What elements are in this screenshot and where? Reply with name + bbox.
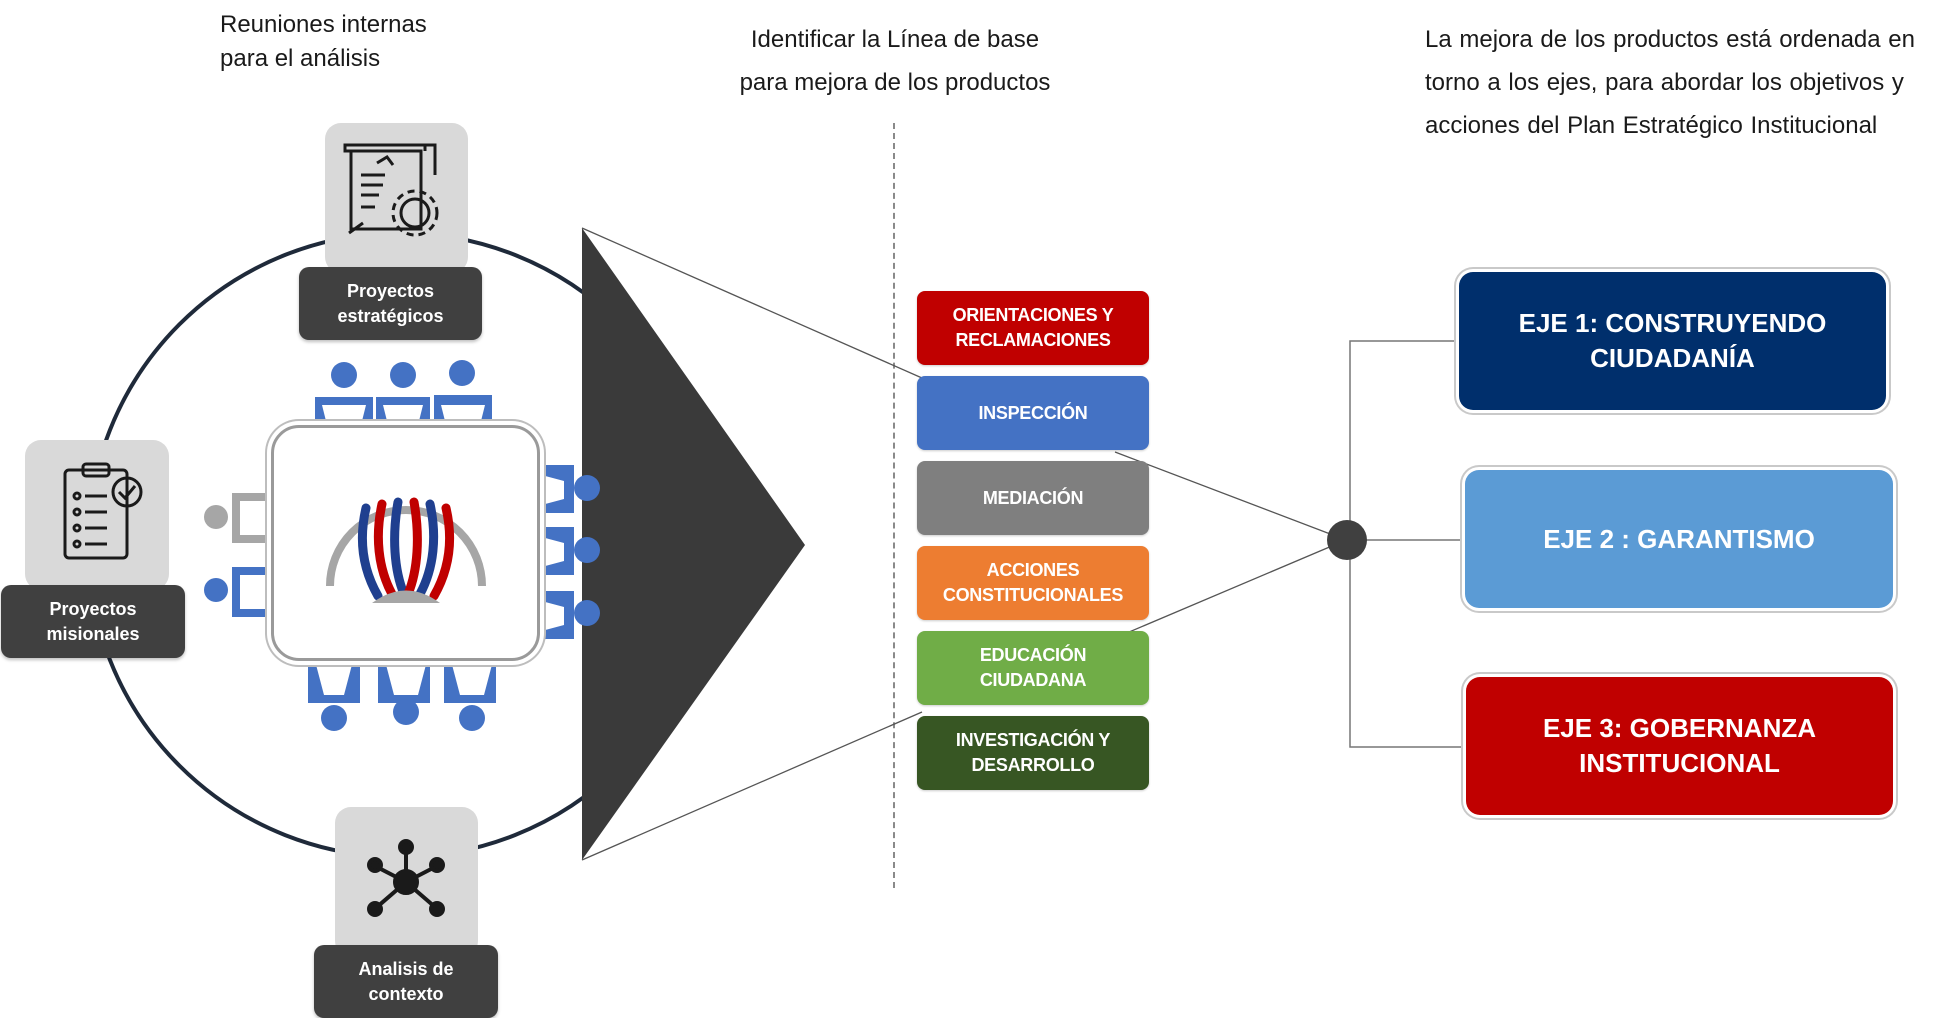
product-line1: MEDIACIÓN	[982, 487, 1084, 508]
baseline-caption: Identificar la Línea de base para mejora…	[700, 18, 1090, 104]
eje-2-box: EJE 2 : GARANTISMO	[1465, 470, 1893, 608]
meetings-caption: Reuniones internas para el análisis	[220, 8, 427, 76]
eje-1-box: EJE 1: CONSTRUYENDO CIUDADANÍA	[1459, 272, 1886, 410]
product-acciones: ACCIONES CONSTITUCIONALES	[917, 546, 1149, 620]
meeting-table	[271, 425, 540, 661]
product-inspeccion: INSPECCIÓN	[917, 376, 1149, 450]
funnel-line-top	[581, 227, 923, 379]
eje-line1: EJE 1: CONSTRUYENDO	[1518, 308, 1827, 338]
axes-caption-line3: acciones del Plan Estratégico Institucio…	[1425, 112, 1878, 139]
strategy-document-gear-icon	[343, 143, 439, 237]
product-line1: EDUCACIÓN	[979, 645, 1087, 665]
eje-line1: EJE 2 : GARANTISMO	[1543, 523, 1815, 554]
mission-projects-label: Proyectos misionales	[1, 585, 185, 658]
mission-projects-tile	[25, 440, 169, 590]
funnel-line-bottom	[581, 711, 923, 861]
context-analysis-label: Analisis de contexto	[314, 945, 498, 1018]
eje-bracket	[1349, 340, 1467, 748]
axes-caption: La mejora de los productos está ordenada…	[1425, 18, 1945, 147]
meetings-caption-line2: para el análisis	[220, 45, 381, 72]
product-line2: DESARROLLO	[971, 755, 1095, 775]
eje-3-box: EJE 3: GOBERNANZA INSTITUCIONAL	[1466, 677, 1893, 815]
institution-logo	[326, 497, 486, 603]
product-orientaciones: ORIENTACIONES Y RECLAMACIONES	[917, 291, 1149, 365]
strategic-projects-label: Proyectos estratégicos	[299, 267, 482, 340]
network-hub-icon	[367, 839, 445, 917]
product-connector-upper	[1114, 451, 1347, 541]
eje-line2: INSTITUCIONAL	[1579, 748, 1780, 778]
product-line2: CIUDADANA	[979, 670, 1087, 690]
product-connector-lower	[1114, 539, 1347, 639]
junction-node	[1327, 520, 1367, 560]
product-mediacion: MEDIACIÓN	[917, 461, 1149, 535]
mission-projects-label-line1: Proyectos	[49, 598, 137, 619]
product-line1: INVESTIGACIÓN Y	[955, 730, 1111, 750]
strategic-projects-tile	[325, 123, 468, 273]
product-line2: RECLAMACIONES	[955, 330, 1111, 350]
context-analysis-tile	[335, 807, 478, 957]
product-line1: ACCIONES	[986, 560, 1080, 580]
meetings-caption-line1: Reuniones internas	[220, 11, 427, 38]
product-investigacion: INVESTIGACIÓN Y DESARROLLO	[917, 716, 1149, 790]
product-educacion: EDUCACIÓN CIUDADANA	[917, 631, 1149, 705]
mission-projects-label-line2: misionales	[46, 623, 140, 644]
axes-caption-line1: La mejora de los productos está ordenada…	[1425, 26, 1915, 53]
section-divider	[893, 123, 895, 888]
baseline-caption-line2: para mejora de los productos	[739, 69, 1051, 96]
context-analysis-label-line1: Analisis de	[358, 958, 454, 979]
eje-line2: CIUDADANÍA	[1590, 343, 1755, 373]
chair-left-gray	[204, 505, 228, 529]
product-line1: ORIENTACIONES Y	[952, 305, 1114, 325]
baseline-caption-line1: Identificar la Línea de base	[750, 26, 1040, 53]
context-analysis-label-line2: contexto	[368, 983, 444, 1004]
strategic-projects-label-line2: estratégicos	[337, 305, 444, 326]
chair-left-blue	[204, 578, 228, 602]
strategic-projects-label-line1: Proyectos	[346, 280, 435, 301]
funnel-wedge	[582, 228, 805, 860]
eje-line1: EJE 3: GOBERNANZA	[1542, 713, 1817, 743]
product-line2: CONSTITUCIONALES	[942, 585, 1124, 605]
axes-caption-line2: torno a los ejes, para abordar los objet…	[1425, 69, 1904, 96]
checklist-icon	[63, 462, 143, 560]
product-line1: INSPECCIÓN	[978, 402, 1088, 423]
